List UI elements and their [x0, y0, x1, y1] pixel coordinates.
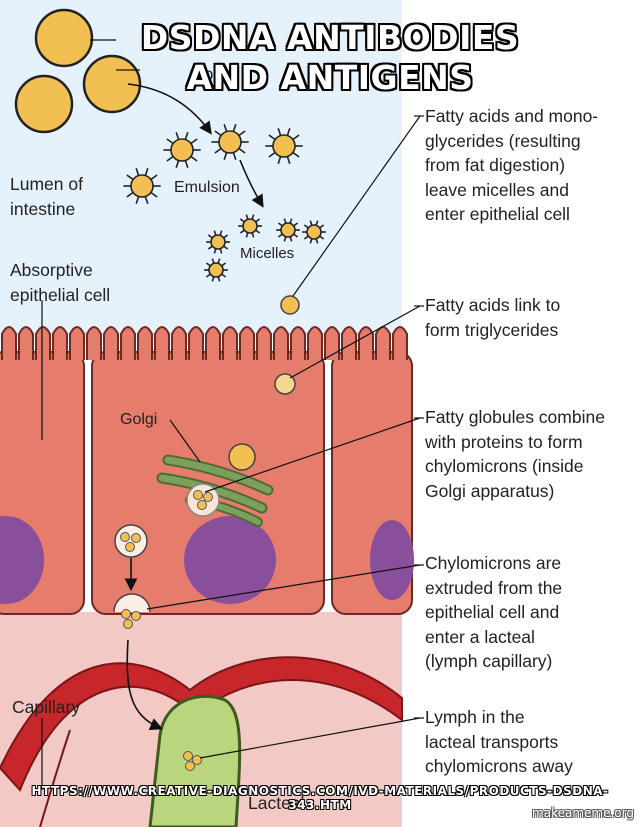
nucleus-left: [0, 516, 44, 604]
micelle: [276, 218, 300, 242]
microvillus: [1, 326, 17, 360]
microvillus: [86, 326, 102, 360]
microvillus: [222, 326, 238, 360]
microvillus: [52, 326, 68, 360]
label-lacteal: Lacteal: [248, 793, 305, 813]
microvillus: [392, 326, 408, 360]
step-5-text: Lymph in the lacteal transports chylomic…: [425, 707, 573, 776]
chylomicron-vesicle: [114, 524, 148, 558]
label-capillary: Capillary: [12, 697, 81, 717]
micelle: [204, 258, 228, 282]
nucleus-center: [184, 516, 276, 604]
step-3-text: Fatty globules combine with proteins to …: [425, 407, 605, 501]
microvillus: [188, 326, 204, 360]
microvillus: [324, 326, 340, 360]
watermark: makeameme.org: [532, 806, 634, 820]
meme-bottom-caption: HTTPS://WWW.CREATIVE-DIAGNOSTICS.COM/IVD…: [31, 784, 609, 812]
emulsion-droplet: [265, 127, 303, 165]
label-micelles: Micelles: [240, 245, 295, 262]
nucleus-right: [370, 520, 414, 600]
emulsion-droplet: [211, 123, 249, 161]
fat-globules: [14, 8, 142, 134]
microvillus: [256, 326, 272, 360]
step-4-text: Chylomicrons are extruded from the epith…: [425, 553, 563, 671]
chylomicron-in-golgi: [186, 483, 220, 517]
emulsion-droplet: [163, 131, 201, 169]
micelle: [302, 220, 326, 244]
fat-globule: [14, 74, 74, 134]
chylomicron-in-lacteal: [183, 751, 202, 771]
absorbed-droplet: [280, 295, 300, 315]
blood-capillary: [0, 656, 403, 792]
micelle: [206, 230, 230, 254]
microvillus: [358, 326, 374, 360]
microvillus: [18, 326, 34, 360]
microvillus: [290, 326, 306, 360]
step-2-text: Fatty acids link to form triglycerides: [425, 295, 561, 340]
leader-lines: [41, 39, 424, 790]
microvillus: [341, 326, 357, 360]
microvillus: [239, 326, 255, 360]
label-absorptive-epithelial-cell: Absorptive epithelial cell: [10, 260, 111, 305]
micelle: [238, 214, 262, 238]
microvillus: [120, 326, 136, 360]
label-emulsion: Emulsion: [174, 179, 240, 196]
capillary-lower-wall: [39, 729, 71, 827]
microvillus: [137, 326, 153, 360]
chylomicron-extruded: [113, 593, 151, 629]
pathway-arrows: [124, 83, 264, 731]
triglyceride-droplet: [274, 373, 296, 395]
microvillus: [171, 326, 187, 360]
emulsion-droplet: [123, 167, 161, 205]
microvillus: [69, 326, 85, 360]
microvillus: [35, 326, 51, 360]
partial-top-label: mono: [189, 64, 233, 84]
fatty-globule: [228, 443, 256, 471]
microvillus: [307, 326, 323, 360]
microvillus: [205, 326, 221, 360]
fat-globule: [34, 8, 94, 68]
label-lumen-of-intestine: Lumen of intestine: [10, 174, 83, 219]
meme-top-caption: DSDNA ANTIBODIES AND ANTIGENS: [140, 18, 520, 97]
microvillus: [103, 326, 119, 360]
emulsion-and-micelles: [123, 123, 326, 282]
microvillus: [375, 326, 391, 360]
microvilli: [1, 326, 408, 360]
microvillus: [154, 326, 170, 360]
step-1-text: Fatty acids and mono- glycerides (result…: [425, 106, 599, 224]
label-golgi: Golgi: [120, 411, 158, 428]
microvillus: [273, 326, 289, 360]
